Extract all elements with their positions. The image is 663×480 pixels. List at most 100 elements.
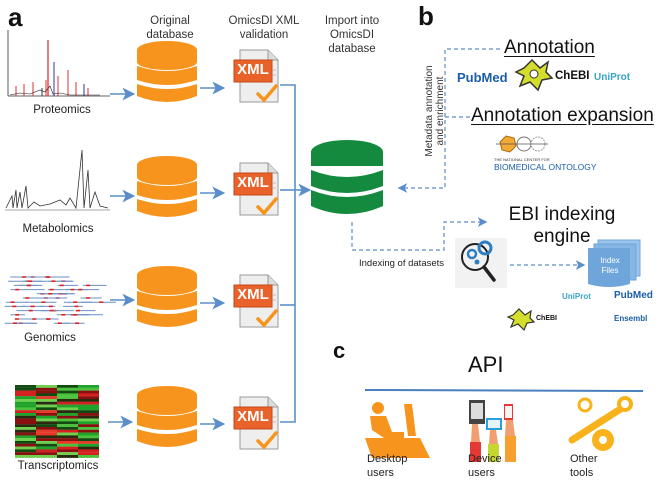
panel-label-a: a bbox=[8, 2, 23, 32]
heatmap-cell bbox=[78, 432, 99, 436]
heatmap-cell bbox=[36, 404, 57, 408]
desktop-line1: Desktop bbox=[367, 453, 408, 465]
heatmap-cell bbox=[15, 435, 36, 439]
original-database-icon bbox=[137, 156, 197, 217]
heatmap-cell bbox=[36, 387, 57, 391]
heatmap-cell bbox=[57, 404, 78, 408]
heatmap-cell bbox=[36, 407, 57, 411]
heatmap-cell bbox=[36, 435, 57, 439]
heatmap-cell bbox=[57, 410, 78, 414]
heatmap-cell bbox=[15, 401, 36, 405]
sequence-reads-plot bbox=[4, 276, 116, 325]
annotation-expansion-title: Annotation expansion bbox=[471, 105, 654, 126]
heatmap-cell bbox=[57, 455, 78, 458]
heatmap-cell bbox=[36, 432, 57, 436]
device-users-icon bbox=[469, 400, 516, 462]
heatmap-cell bbox=[15, 432, 36, 436]
heatmap-cell bbox=[57, 446, 78, 450]
heatmap-cell bbox=[78, 438, 99, 442]
heatmap-cell bbox=[78, 421, 99, 425]
heatmap-cell bbox=[57, 387, 78, 391]
index-files-line2: Files bbox=[601, 266, 619, 275]
heatmap-cell bbox=[57, 413, 78, 416]
heatmap-cell bbox=[15, 443, 36, 447]
ebi-indexing-engine-title: EBI indexing engine bbox=[507, 204, 617, 248]
expression-heatmap bbox=[15, 385, 99, 458]
heatmap-cell bbox=[36, 446, 57, 450]
heatmap-cell bbox=[78, 446, 99, 450]
omics-label-proteomics: Proteomics bbox=[33, 104, 91, 116]
heatmap-cell bbox=[78, 413, 99, 416]
heatmap-cell bbox=[15, 404, 36, 408]
heatmap-cell bbox=[36, 443, 57, 447]
uniprot-logo: UniProt bbox=[594, 72, 631, 83]
xml-badge: XML bbox=[237, 408, 269, 425]
heatmap-cell bbox=[36, 401, 57, 405]
heatmap-cell bbox=[57, 452, 78, 456]
device-line1: Device bbox=[468, 453, 502, 465]
heatmap-cell bbox=[36, 418, 57, 422]
heatmap-cell bbox=[78, 449, 99, 453]
pubmed-logo-small: PubMed bbox=[614, 290, 653, 301]
heatmap-cell bbox=[78, 455, 99, 458]
xml-badge: XML bbox=[237, 174, 269, 191]
heatmap-cell bbox=[15, 385, 36, 388]
heatmap-cell bbox=[15, 418, 36, 422]
heatmap-cell bbox=[57, 438, 78, 442]
nmr-spectrum-plot bbox=[5, 149, 110, 211]
heatmap-cell bbox=[57, 399, 78, 402]
index-files-line1: Index bbox=[600, 256, 620, 265]
heatmap-cell bbox=[15, 393, 36, 397]
ncbo-logo-icon bbox=[496, 135, 548, 153]
header-import-database: Import into OmicsDI database bbox=[324, 15, 380, 55]
heatmap-cell bbox=[78, 415, 99, 419]
device-line2: users bbox=[468, 467, 495, 479]
heatmap-cell bbox=[15, 390, 36, 394]
chebi-logo-small: ChEBI bbox=[536, 315, 557, 322]
heatmap-cell bbox=[15, 427, 36, 430]
heatmap-cell bbox=[36, 441, 57, 444]
api-consumer-tools: Other tools bbox=[570, 452, 598, 480]
heatmap-cell bbox=[15, 421, 36, 425]
heatmap-cell bbox=[57, 393, 78, 397]
heatmap-cell bbox=[15, 407, 36, 411]
heatmap-cell bbox=[36, 438, 57, 442]
heatmap-cell bbox=[78, 399, 99, 402]
heatmap-cell bbox=[78, 441, 99, 444]
heatmap-cell bbox=[15, 413, 36, 416]
heatmap-cell bbox=[78, 401, 99, 405]
heatmap-cell bbox=[15, 387, 36, 391]
heatmap-cell bbox=[57, 432, 78, 436]
heatmap-cell bbox=[78, 435, 99, 439]
desktop-line2: users bbox=[367, 467, 394, 479]
heatmap-cell bbox=[15, 452, 36, 456]
heatmap-cell bbox=[78, 390, 99, 394]
annotation-title: Annotation bbox=[504, 37, 595, 58]
heatmap-cell bbox=[78, 429, 99, 433]
omics-label-transcriptomics: Transcriptomics bbox=[17, 460, 99, 472]
heatmap-cell bbox=[15, 396, 36, 400]
heatmap-cell bbox=[57, 449, 78, 453]
heatmap-cell bbox=[57, 441, 78, 444]
heatmap-cell bbox=[36, 410, 57, 414]
heatmap-cell bbox=[78, 410, 99, 414]
heatmap-cell bbox=[15, 429, 36, 433]
heatmap-cell bbox=[36, 415, 57, 419]
ensembl-logo-small: Ensembl bbox=[614, 314, 648, 323]
heatmap-cell bbox=[57, 443, 78, 447]
heatmap-cell bbox=[78, 452, 99, 456]
heatmap-cell bbox=[36, 413, 57, 416]
omics-label-genomics: Genomics bbox=[24, 332, 76, 344]
heatmap-cell bbox=[57, 385, 78, 388]
heatmap-cell bbox=[15, 424, 36, 428]
heatmap-cell bbox=[78, 396, 99, 400]
original-database-icon bbox=[137, 266, 197, 327]
heatmap-cell bbox=[15, 446, 36, 450]
api-consumer-device: Device users bbox=[468, 452, 502, 480]
heatmap-cell bbox=[36, 427, 57, 430]
heatmap-cell bbox=[78, 387, 99, 391]
api-title: API bbox=[468, 352, 504, 377]
tools-line1: Other bbox=[570, 453, 598, 465]
heatmap-cell bbox=[57, 435, 78, 439]
heatmap-cell bbox=[15, 455, 36, 458]
